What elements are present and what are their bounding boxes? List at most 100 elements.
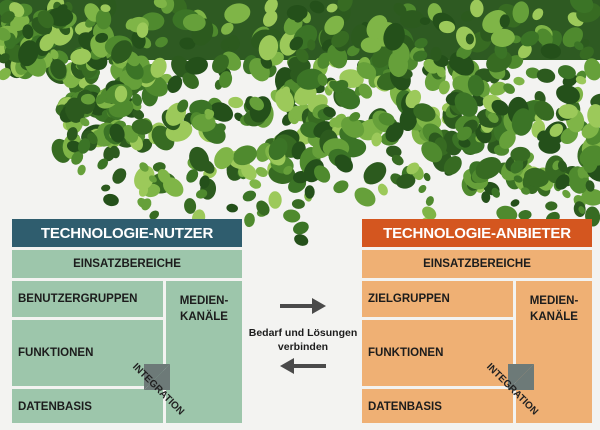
ivy-leaf <box>77 138 91 154</box>
ivy-leaf <box>0 27 11 41</box>
ivy-leaf <box>201 160 215 174</box>
ivy-leaf <box>503 83 515 94</box>
anbieter-einsatzbereiche: EINSATZBEREICHE <box>362 250 592 278</box>
ivy-leaf <box>458 138 471 148</box>
ivy-leaf <box>349 112 361 122</box>
ivy-leaf <box>413 103 436 122</box>
integration-corner-icon <box>144 364 170 390</box>
ivy-leaf <box>39 34 55 52</box>
ivy-leaf <box>366 15 388 40</box>
ivy-leaf <box>109 123 125 143</box>
ivy-leaf <box>114 85 128 103</box>
ivy-leaf <box>354 187 376 207</box>
ivy-leaf <box>562 189 571 199</box>
ivy-leaf <box>490 28 515 47</box>
ivy-leaf <box>221 22 234 35</box>
ivy-leaf <box>283 165 293 175</box>
ivy-leaf <box>184 198 197 214</box>
ivy-leaf <box>491 99 509 116</box>
ivy-leaf <box>148 175 157 183</box>
ivy-leaf <box>534 100 555 121</box>
ivy-leaf <box>101 184 111 192</box>
ivy-leaf <box>227 35 240 51</box>
ivy-leaf <box>337 0 353 12</box>
ivy-leaf <box>331 30 350 48</box>
technologie-anbieter-panel: TECHNOLOGIE-ANBIETER EINSATZBEREICHE ZIE… <box>362 219 592 423</box>
ivy-leaf <box>584 58 600 81</box>
ivy-leaf <box>195 189 208 199</box>
ivy-leaf <box>423 172 431 182</box>
nutzer-funktionen: FUNKTIONEN <box>12 320 163 386</box>
ivy-leaf <box>356 62 377 80</box>
ivy-leaf <box>422 206 437 220</box>
ivy-leaf <box>255 167 268 177</box>
ivy-leaf <box>268 191 282 209</box>
ivy-leaf <box>470 0 484 18</box>
ivy-leaf <box>212 54 229 74</box>
nutzer-datenbasis: DATENBASIS <box>12 389 163 423</box>
ivy-leaf <box>520 187 530 195</box>
ivy-leaf <box>358 83 373 99</box>
ivy-leaf <box>77 164 86 176</box>
ivy-leaf <box>540 43 562 59</box>
ivy-leaf <box>314 165 331 183</box>
ivy-leaf <box>199 175 210 189</box>
ivy-leaf <box>87 132 98 145</box>
ivy-leaf <box>461 10 475 22</box>
ivy-leaf <box>307 39 316 51</box>
connector-label-line-1: Bedarf und Lösungen <box>248 327 358 339</box>
ivy-leaf <box>510 199 520 207</box>
ivy-leaf <box>132 93 142 106</box>
ivy-leaf <box>334 154 353 173</box>
ivy-leaf <box>162 177 184 197</box>
ivy-leaf <box>579 46 594 60</box>
anbieter-medien-line-2: KANÄLE <box>530 311 578 323</box>
ivy-leaf <box>150 57 167 78</box>
ivy-leaf <box>264 0 278 14</box>
ivy-leaf <box>249 96 264 111</box>
ivy-leaf <box>536 68 556 83</box>
ivy-leaf <box>37 10 54 29</box>
ivy-leaf <box>66 140 82 153</box>
ivy-leaf <box>482 10 508 33</box>
ivy-leaf <box>510 146 531 162</box>
ivy-leaf <box>179 37 196 50</box>
ivy-leaf <box>80 117 90 127</box>
ivy-leaf <box>454 92 478 117</box>
anbieter-funktionen: FUNKTIONEN <box>362 320 513 386</box>
ivy-leaf <box>0 11 15 24</box>
ivy-leaf <box>219 71 233 88</box>
ivy-leaf <box>97 158 108 170</box>
anbieter-medienkanaele: MEDIEN- KANÄLE <box>516 281 592 423</box>
ivy-leaf <box>438 20 456 34</box>
ivy-leaf <box>513 175 523 183</box>
ivy-leaf <box>414 37 428 49</box>
ivy-leaf <box>294 234 309 246</box>
ivy-leaf <box>491 187 500 198</box>
ivy-leaf <box>134 165 155 191</box>
ivy-leaf <box>443 155 462 175</box>
ivy-leaf <box>555 174 570 190</box>
ivy-leaf <box>296 68 325 90</box>
ivy-leaf <box>558 104 578 119</box>
ivy-leaf <box>577 169 585 179</box>
ivy-leaf <box>137 197 148 209</box>
ivy-leaf <box>557 65 576 80</box>
nutzer-medien-line-1: MEDIEN- <box>179 295 229 307</box>
ivy-leaf <box>386 145 402 158</box>
ivy-leaf <box>360 37 382 53</box>
ivy-leaf <box>520 30 539 47</box>
ivy-leaf <box>391 154 404 166</box>
ivy-leaf <box>258 35 279 61</box>
ivy-leaf <box>186 169 199 183</box>
ivy-leaf <box>293 221 309 235</box>
ivy-leaf <box>436 66 446 78</box>
ivy-leaf <box>525 67 541 79</box>
ivy-leaf <box>95 93 107 105</box>
ivy-leaf <box>324 15 345 35</box>
ivy-leaf <box>399 10 425 29</box>
connector: Bedarf und Lösungen verbinden <box>244 296 362 380</box>
ivy-leaf <box>545 201 558 211</box>
ivy-leaf <box>95 32 109 43</box>
